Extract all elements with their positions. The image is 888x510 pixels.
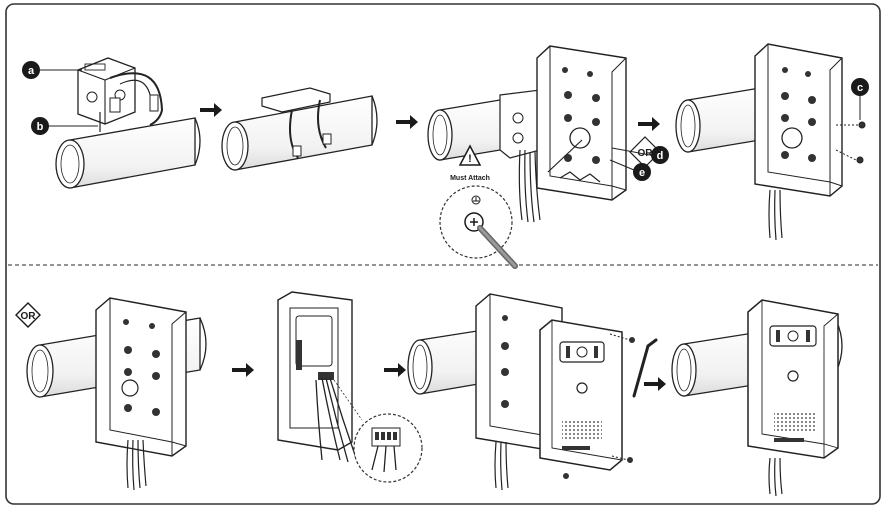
- step-arrow-2: [396, 115, 418, 129]
- alt-step-arrow-2: [384, 363, 406, 377]
- alt-step3-front-panel: [407, 293, 658, 491]
- alt-step-arrow-1: [232, 363, 254, 377]
- callout-d: d: [611, 146, 669, 164]
- alt-step1-backbox: [26, 297, 207, 491]
- svg-text:e: e: [639, 167, 645, 179]
- callout-a: a: [22, 61, 82, 79]
- diagram-frame: [5, 3, 881, 505]
- svg-text:a: a: [28, 65, 35, 77]
- step2-plate-strapped: [221, 87, 378, 171]
- alt-step4-completed: [671, 299, 843, 497]
- step-arrow-1: [200, 103, 222, 117]
- svg-text:OR: OR: [21, 311, 37, 322]
- callout-e: e: [609, 159, 651, 181]
- step1-junction-box-on-pipe: [55, 57, 201, 189]
- or-label-top: OR: [638, 148, 654, 159]
- callout-c: c: [851, 78, 869, 120]
- svg-text:c: c: [857, 82, 863, 94]
- must-attach-label: Must Attach: [450, 175, 490, 182]
- or-badge: OR: [15, 302, 41, 328]
- step3-backbox-mount: OR: [427, 45, 661, 223]
- warning-icon: [458, 144, 482, 166]
- ground-warning: ! Must Attach: [450, 144, 490, 182]
- svg-text:!: !: [468, 153, 472, 165]
- screw-icon: [835, 121, 866, 164]
- callout-b: b: [31, 117, 98, 135]
- ground-screw-magnifier: [439, 185, 518, 269]
- svg-text:d: d: [657, 150, 664, 162]
- alt-step2-device-wiring: [277, 291, 423, 483]
- panel-screw-icon: [563, 333, 635, 479]
- step4-backbox-screws: [675, 43, 866, 241]
- hex-key-icon: [632, 344, 650, 398]
- svg-text:b: b: [37, 121, 44, 133]
- step-arrow-3: [638, 117, 660, 131]
- ground-symbol-icon: [471, 195, 481, 205]
- alt-step-arrow-3: [644, 377, 666, 391]
